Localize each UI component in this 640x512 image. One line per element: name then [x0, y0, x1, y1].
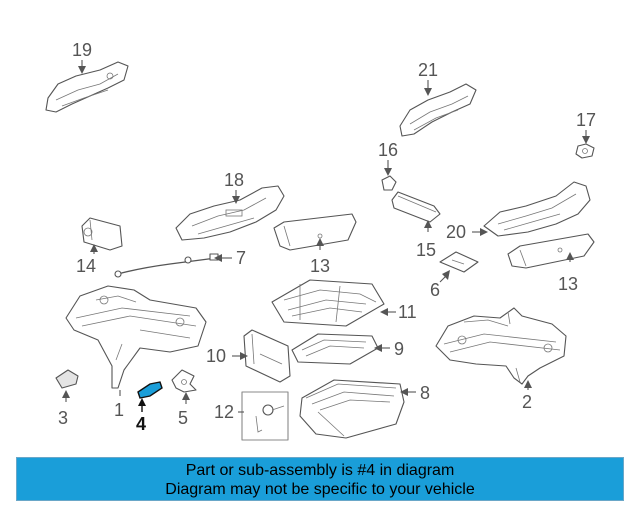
part-15-trim[interactable]	[391, 191, 441, 223]
part-16-clip[interactable]	[381, 175, 397, 191]
part-18-shield[interactable]	[175, 185, 285, 241]
callout-13-right[interactable]: 13	[558, 274, 578, 294]
part-20-shield[interactable]	[483, 181, 591, 237]
part-5-bracket[interactable]	[171, 369, 197, 393]
callout-19[interactable]: 19	[72, 40, 92, 60]
callout-6[interactable]: 6	[430, 280, 440, 300]
callout-12[interactable]: 12	[214, 402, 234, 422]
callout-18[interactable]: 18	[224, 170, 244, 190]
part-14-lever[interactable]	[81, 217, 123, 251]
part-12-lockset[interactable]	[241, 391, 289, 441]
part-1-adjuster[interactable]	[65, 285, 207, 389]
callout-11[interactable]: 11	[398, 302, 417, 322]
callout-21[interactable]: 21	[418, 60, 438, 80]
part-9-pad[interactable]	[291, 333, 379, 365]
callout-10[interactable]: 10	[206, 346, 226, 366]
part-3-clip[interactable]	[55, 369, 79, 389]
part-11-spring[interactable]	[271, 279, 385, 327]
info-banner: Part or sub-assembly is #4 in diagram Di…	[16, 457, 624, 501]
part-10-cover[interactable]	[243, 329, 291, 383]
banner-line-1: Part or sub-assembly is #4 in diagram	[185, 462, 455, 479]
part-21-shield[interactable]	[399, 83, 477, 137]
callout-2[interactable]: 2	[522, 392, 532, 412]
part-8-tray[interactable]	[299, 379, 405, 439]
callout-20[interactable]: 20	[446, 222, 466, 242]
callout-3[interactable]: 3	[58, 408, 68, 428]
banner-line-2: Diagram may not be specific to your vehi…	[165, 481, 475, 498]
part-19-shield[interactable]	[45, 61, 129, 113]
part-2-adjuster[interactable]	[435, 307, 567, 385]
part-4-highlighted[interactable]	[137, 381, 163, 399]
part-13-cover-center[interactable]	[273, 213, 357, 251]
callout-17[interactable]: 17	[576, 110, 596, 130]
part-6-bracket[interactable]	[439, 251, 479, 273]
callout-14[interactable]: 14	[76, 256, 96, 276]
callout-5[interactable]: 5	[178, 408, 188, 428]
part-13-cover-right[interactable]	[507, 233, 595, 269]
callout-9[interactable]: 9	[394, 339, 404, 359]
callout-8[interactable]: 8	[420, 383, 430, 403]
part-17-clip[interactable]	[575, 143, 595, 159]
callout-1[interactable]: 1	[114, 400, 124, 420]
callout-16[interactable]: 16	[378, 140, 398, 160]
callout-13-center[interactable]: 13	[310, 256, 330, 276]
callout-7[interactable]: 7	[236, 248, 246, 268]
part-7-cable[interactable]	[114, 253, 219, 278]
callout-4[interactable]: 4	[136, 414, 146, 434]
callout-15[interactable]: 15	[416, 240, 436, 260]
